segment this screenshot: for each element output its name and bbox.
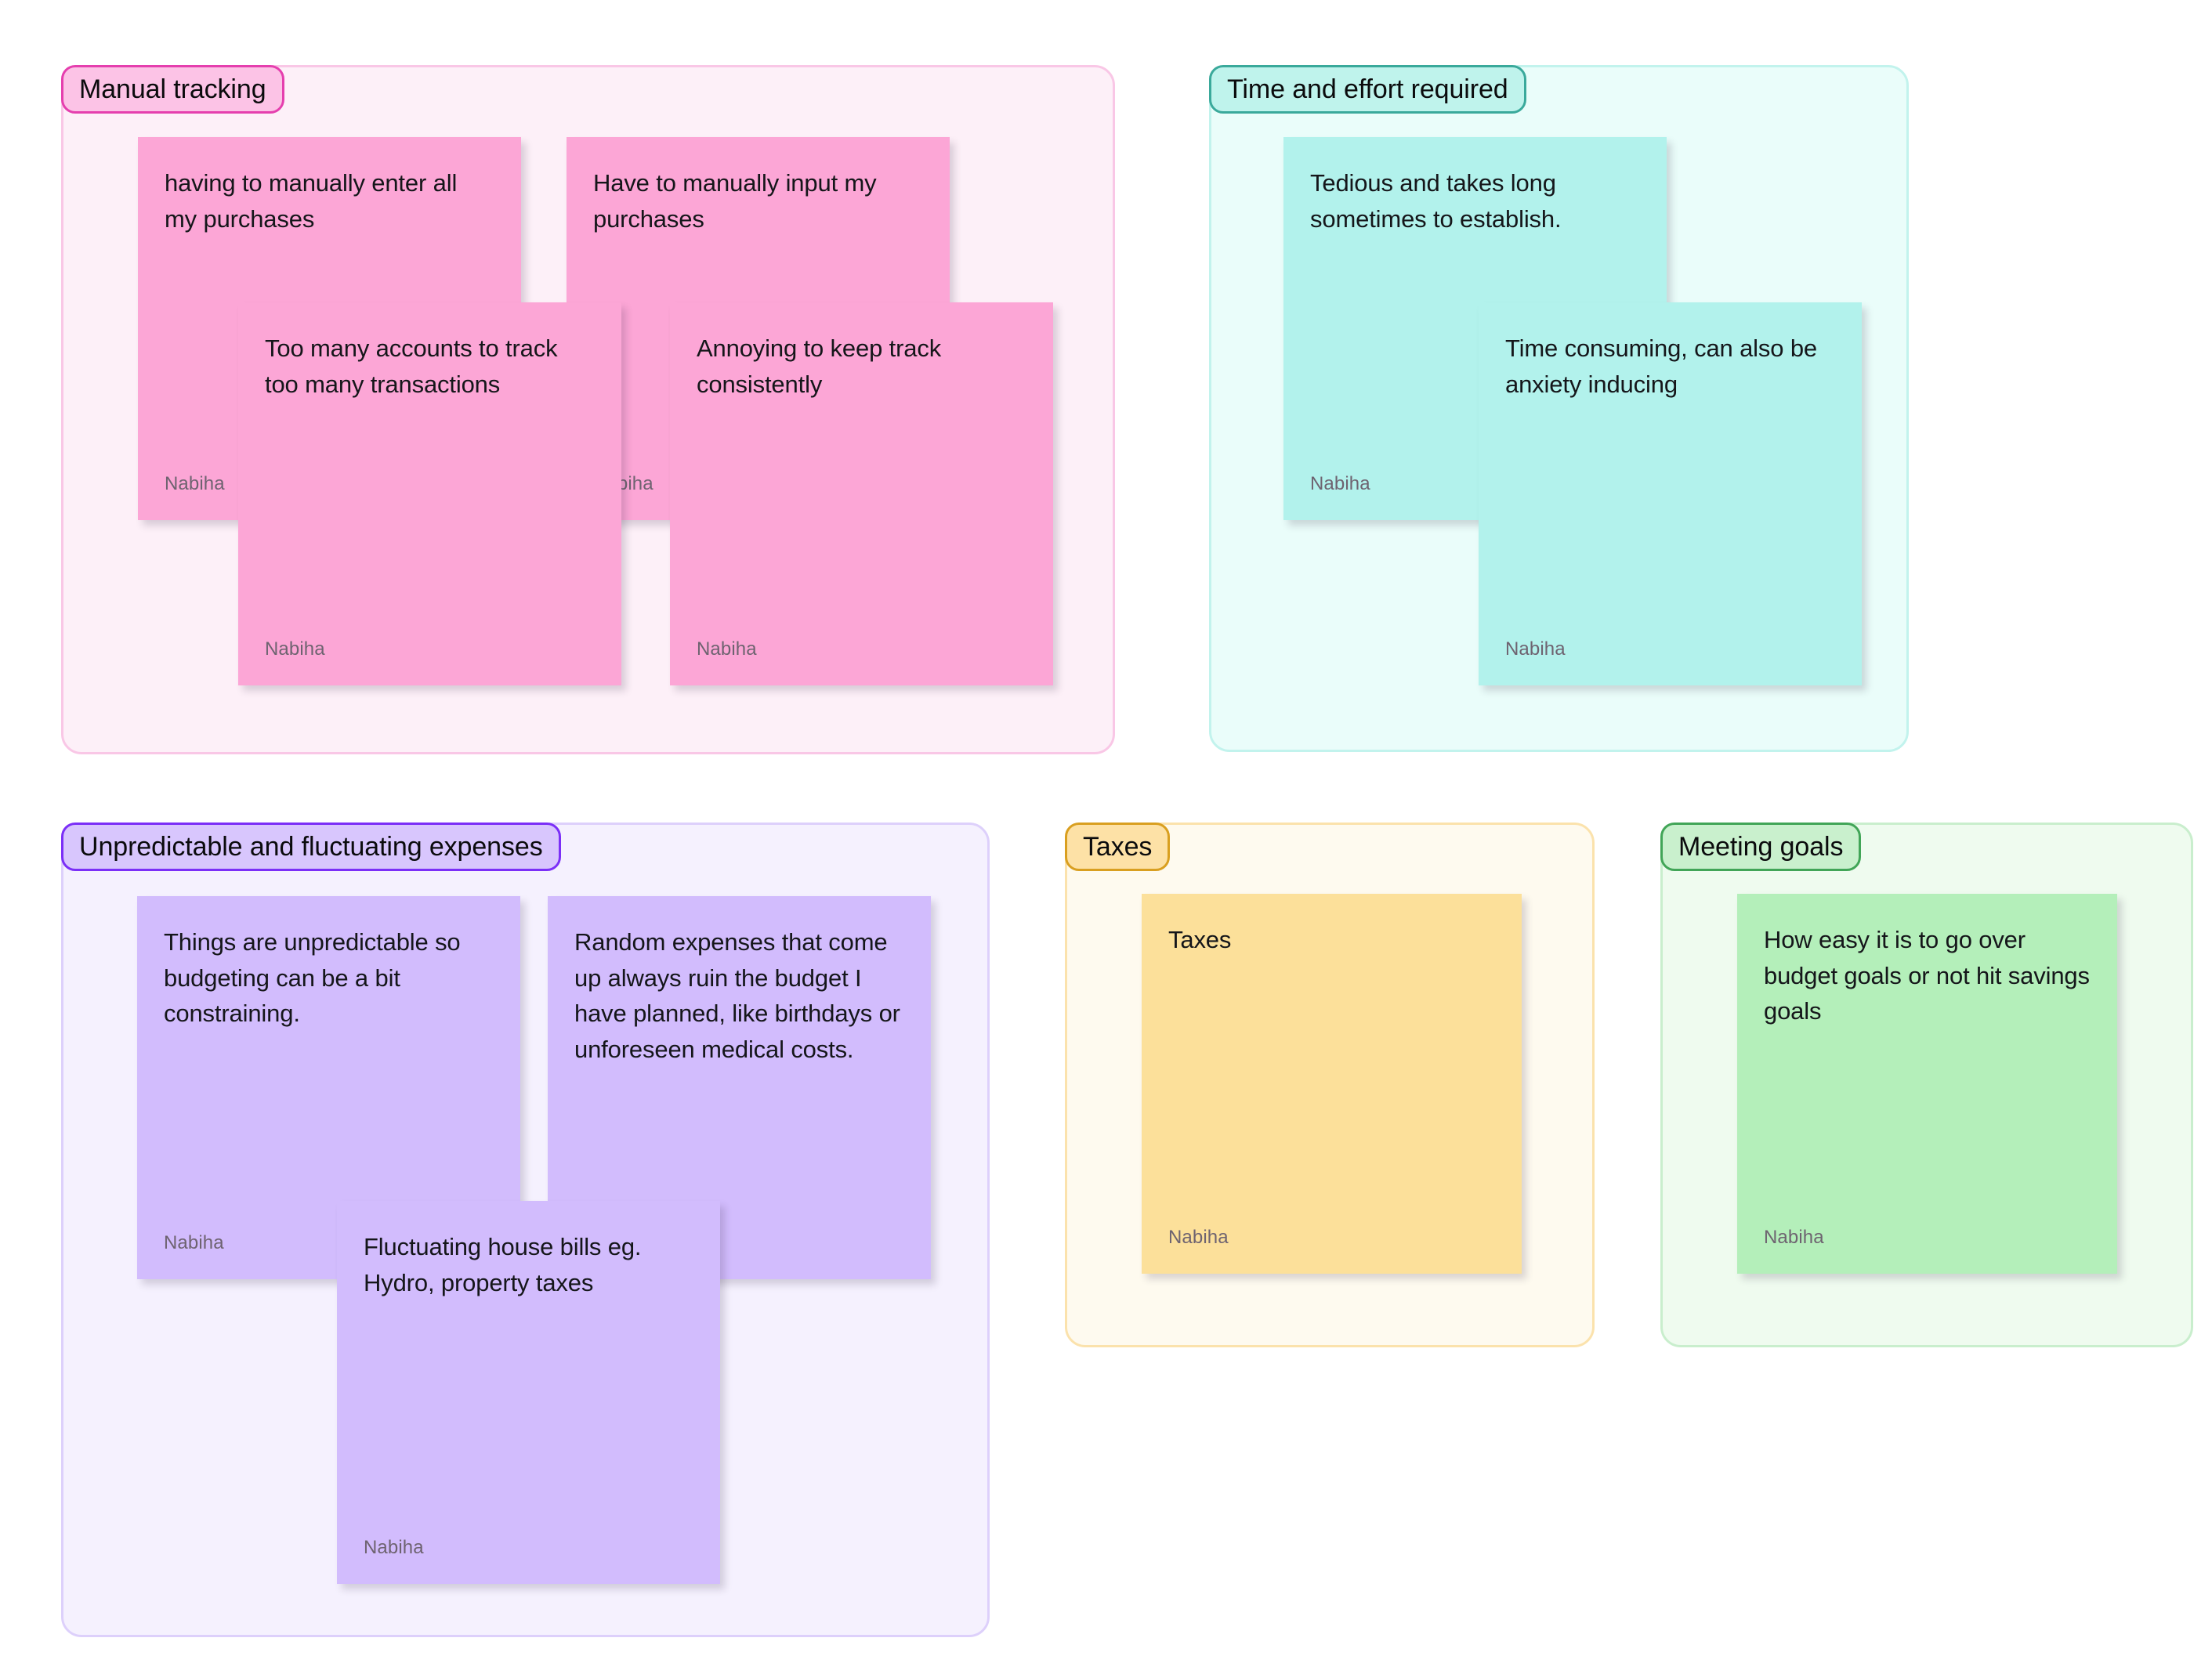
sticky-note-author: Nabiha	[1505, 638, 1566, 660]
group-label-text: Meeting goals	[1678, 832, 1844, 862]
sticky-note-text: Annoying to keep track consistently	[697, 334, 948, 398]
group-label-text: Unpredictable and fluctuating expenses	[79, 832, 543, 862]
group-label-taxes[interactable]: Taxes	[1065, 823, 1171, 871]
sticky-note-text: Have to manually input my purchases	[593, 169, 883, 233]
group-label-meeting-goals[interactable]: Meeting goals	[1660, 823, 1862, 871]
group-label-text: Manual tracking	[79, 74, 266, 104]
group-label-text: Time and effort required	[1227, 74, 1508, 104]
sticky-note-author: Nabiha	[165, 473, 225, 494]
sticky-note[interactable]: Too many accounts to track too many tran…	[238, 302, 621, 685]
sticky-note-text: Too many accounts to track too many tran…	[265, 334, 564, 398]
sticky-note[interactable]: Time consuming, can also be anxiety indu…	[1479, 302, 1862, 685]
sticky-note-text: Random expenses that come up always ruin…	[574, 928, 907, 1063]
sticky-note-author: Nabiha	[265, 638, 325, 660]
sticky-note-text: Time consuming, can also be anxiety indu…	[1505, 334, 1824, 398]
sticky-note-author: Nabiha	[1168, 1227, 1229, 1248]
sticky-note-text: Things are unpredictable so budgeting ca…	[164, 928, 467, 1028]
sticky-note-text: having to manually enter all my purchase…	[165, 169, 464, 233]
group-label-manual-tracking[interactable]: Manual tracking	[61, 65, 284, 114]
sticky-note-author: Nabiha	[1310, 473, 1370, 494]
group-label-time-and-effort[interactable]: Time and effort required	[1209, 65, 1526, 114]
sticky-note-text: How easy it is to go over budget goals o…	[1764, 926, 2097, 1025]
sticky-note[interactable]: Fluctuating house bills eg. Hydro, prope…	[337, 1201, 720, 1584]
sticky-note-text: Taxes	[1168, 926, 1232, 953]
sticky-note-text: Fluctuating house bills eg. Hydro, prope…	[364, 1233, 648, 1296]
sticky-note-author: Nabiha	[164, 1232, 224, 1253]
sticky-note-author: Nabiha	[364, 1537, 424, 1558]
sticky-note-author: Nabiha	[1764, 1227, 1824, 1248]
group-label-text: Taxes	[1083, 832, 1153, 862]
sticky-note-text: Tedious and takes long sometimes to esta…	[1310, 169, 1563, 233]
sticky-note-author: Nabiha	[697, 638, 757, 660]
sticky-note[interactable]: How easy it is to go over budget goals o…	[1737, 894, 2117, 1274]
group-label-unpredictable-expenses[interactable]: Unpredictable and fluctuating expenses	[61, 823, 561, 871]
